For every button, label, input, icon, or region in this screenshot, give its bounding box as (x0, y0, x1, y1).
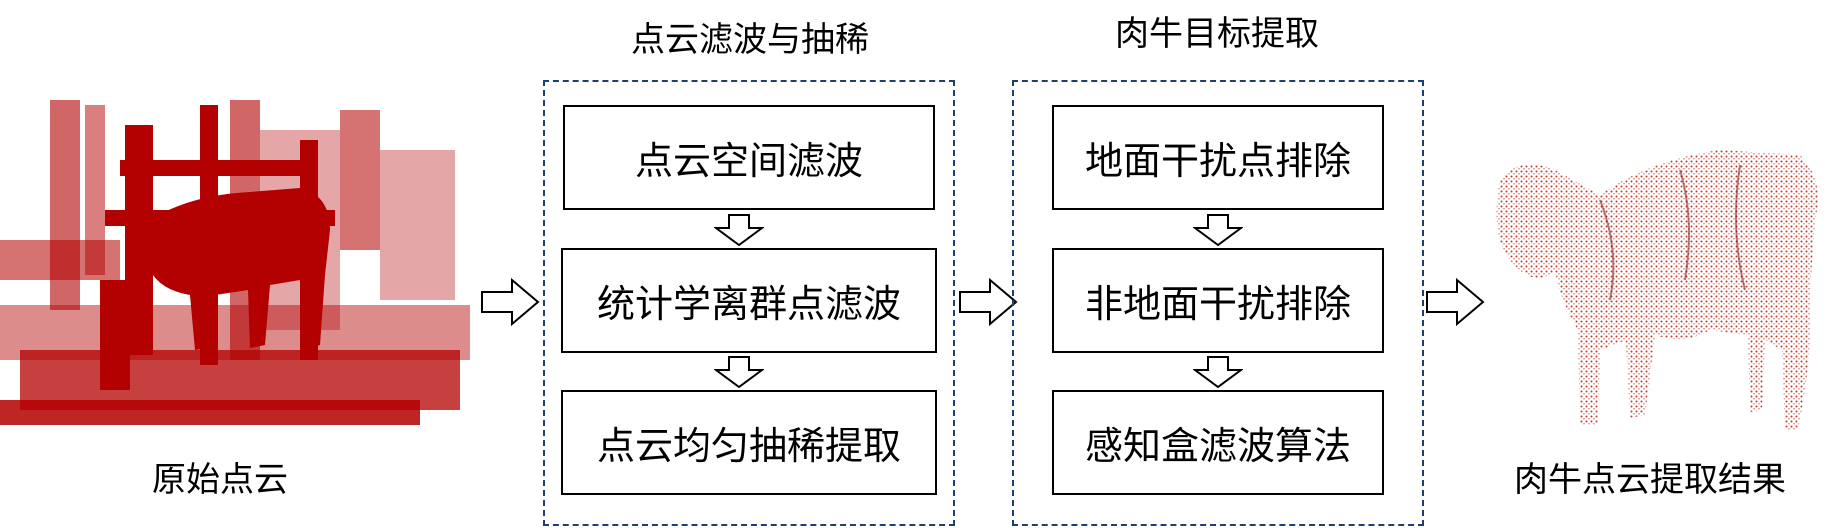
step-uniform-downsampling: 点云均匀抽稀提取 (561, 390, 937, 495)
filtering-group (543, 80, 955, 526)
cattle-extraction-group (1012, 80, 1424, 526)
hollow-right-arrow-icon (1425, 277, 1485, 327)
group-title-filtering: 点云滤波与抽稀 (631, 20, 869, 60)
step-non-ground-removal: 非地面干扰排除 (1052, 248, 1384, 353)
hollow-down-arrow-icon (1193, 214, 1243, 246)
step-spatial-filter: 点云空间滤波 (563, 105, 935, 210)
hollow-down-arrow-icon (714, 356, 764, 388)
step-statistical-outlier-filter: 统计学离群点滤波 (561, 248, 937, 353)
hollow-right-arrow-icon (480, 277, 540, 327)
step-perception-box-filter: 感知盒滤波算法 (1052, 390, 1384, 495)
hollow-down-arrow-icon (1193, 356, 1243, 388)
hollow-right-arrow-icon (958, 277, 1018, 327)
extracted-cattle-caption: 肉牛点云提取结果 (1514, 460, 1786, 500)
raw-point-cloud-image (0, 100, 470, 430)
step-ground-removal: 地面干扰点排除 (1052, 105, 1384, 210)
hollow-down-arrow-icon (714, 214, 764, 246)
extracted-cattle-point-cloud-image (1480, 140, 1825, 440)
raw-point-cloud-caption: 原始点云 (152, 460, 288, 500)
group-title-cattle-extraction: 肉牛目标提取 (1115, 14, 1319, 54)
